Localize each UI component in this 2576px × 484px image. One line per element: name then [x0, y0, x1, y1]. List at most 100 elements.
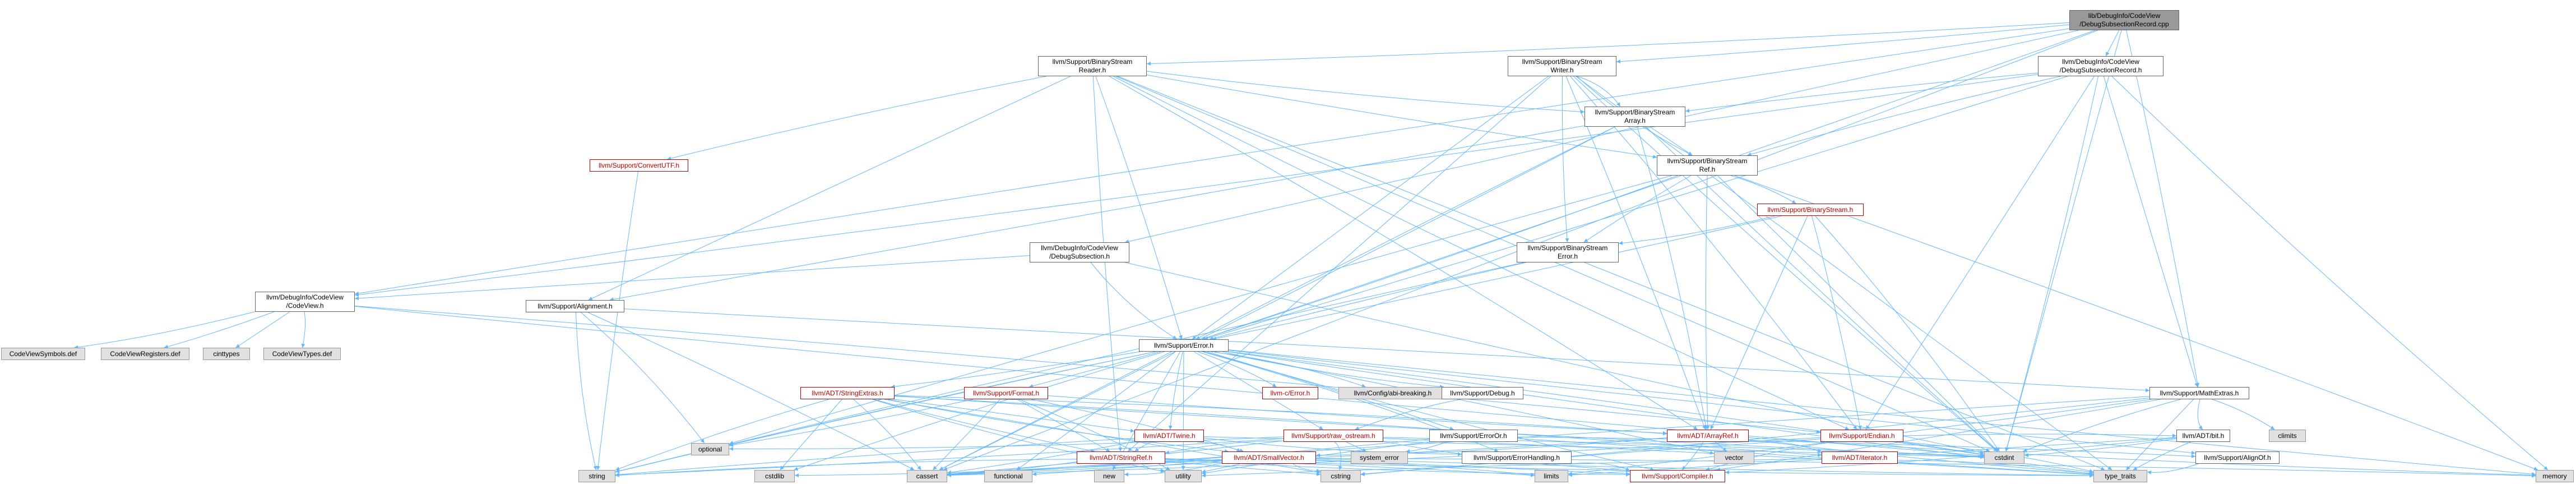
graph-node-label: climits: [2278, 431, 2297, 440]
graph-edge-codeview-to-cinttypes: [235, 311, 290, 348]
graph-edge-rawostream-to-cstring: [1334, 441, 1342, 471]
graph-node-format[interactable]: llvm/Support/Format.h: [964, 387, 1048, 399]
graph-edge-stringextras-to-cassert: [853, 399, 921, 471]
graph-node-mathextras[interactable]: llvm/Support/MathExtras.h: [2149, 387, 2249, 399]
graph-node-label: llvm/ADT/StringExtras.h: [812, 389, 883, 397]
graph-node-cassert: cassert: [907, 470, 947, 482]
graph-node-debug[interactable]: llvm/Support/Debug.h: [1442, 387, 1523, 399]
graph-edge-alignment-to-mathextras: [624, 308, 2150, 393]
graph-edge-bsreader-to-endian: [1113, 76, 1850, 430]
graph-node-stringextras[interactable]: llvm/ADT/StringExtras.h: [800, 387, 895, 399]
graph-node-label: llvm/DebugInfo/CodeView: [266, 293, 344, 301]
graph-edge-arrayref-to-memory: [1748, 437, 2536, 477]
graph-node-root: lib/DebugInfo/CodeView/DebugSubsectionRe…: [2069, 10, 2179, 30]
graph-edge-format-to-cassert: [933, 399, 1000, 471]
graph-edge-bit-to-cstdint: [2024, 438, 2177, 458]
graph-edge-error-to-rawostream: [1193, 351, 1324, 430]
graph-edge-mathextras-to-climits: [2212, 399, 2275, 430]
graph-edge-root-to-cstdint: [2005, 30, 2122, 452]
graph-edge-bswriter-to-bsarray: [1576, 76, 1621, 107]
graph-node-label: /DebugSubsectionRecord.h: [2059, 66, 2142, 74]
graph-edge-bsreader-to-arrayref: [1109, 76, 1698, 430]
graph-edge-rawostream-to-stringref: [1165, 440, 1284, 454]
graph-node-dsrec-h[interactable]: llvm/DebugInfo/CodeView/DebugSubsectionR…: [2038, 56, 2163, 76]
graph-node-label: CodeViewSymbols.def: [9, 349, 77, 358]
graph-edge-endian-to-cstring: [1360, 439, 1821, 477]
graph-edge-bsarray-to-bsref: [1650, 126, 1693, 156]
graph-node-label: memory: [2542, 472, 2567, 480]
graph-node-compiler[interactable]: llvm/Support/Compiler.h: [1630, 470, 1725, 482]
graph-node-rawostream[interactable]: llvm/Support/raw_ostream.h: [1284, 430, 1383, 442]
graph-edge-bsref-to-binstream: [1730, 175, 1796, 204]
graph-node-label: cstring: [1331, 472, 1351, 480]
graph-edge-bserror-to-error: [1209, 262, 1526, 340]
graph-node-bit[interactable]: llvm/ADT/bit.h: [2176, 430, 2230, 442]
graph-node-typetraits: type_traits: [2093, 470, 2147, 482]
graph-node-alignof[interactable]: llvm/Support/AlignOf.h: [2195, 451, 2280, 464]
graph-node-smallvector[interactable]: llvm/ADT/SmallVector.h: [1222, 451, 1316, 464]
graph-node-stringref[interactable]: llvm/ADT/StringRef.h: [1077, 451, 1165, 464]
graph-edge-stringref-to-string: [615, 459, 1077, 477]
graph-edge-stringextras-to-twine: [894, 399, 1135, 433]
graph-node-label: string: [589, 472, 605, 480]
graph-node-errorhandling[interactable]: llvm/Support/ErrorHandling.h: [1462, 451, 1572, 464]
graph-node-convertutf[interactable]: llvm/Support/ConvertUTF.h: [590, 159, 688, 172]
graph-node-label: /DebugSubsection.h: [1049, 252, 1110, 260]
graph-node-label: cstdint: [1994, 453, 2014, 462]
graph-edge-bswriter-to-cstdint: [1573, 76, 1998, 452]
graph-node-label: cstdlib: [765, 472, 784, 480]
graph-edge-endian-to-compiler: [1706, 441, 1834, 471]
graph-node-cvsymbols: CodeViewSymbols.def: [1, 348, 85, 360]
graph-edge-root-to-dsrec_h: [2105, 30, 2120, 57]
graph-edge-dsrec_h-to-codeview: [354, 74, 2038, 297]
graph-edge-dsrec_h-to-bsref: [1747, 76, 2061, 156]
graph-edge-bsreader-to-convertutf: [667, 76, 1046, 160]
graph-edge-mathextras-to-typetraits: [2126, 399, 2194, 471]
graph-node-label: type_traits: [2105, 472, 2136, 480]
graph-edge-format-to-optional: [729, 399, 974, 447]
graph-edge-error-to-debug: [1222, 351, 1444, 389]
graph-node-label: /DebugSubsectionRecord.cpp: [2079, 20, 2169, 28]
graph-edge-alignment-to-string: [575, 312, 597, 471]
graph-edge-bsreader-to-bsarray: [1146, 71, 1585, 114]
graph-node-binstream[interactable]: llvm/Support/BinaryStream.h: [1757, 204, 1864, 216]
graph-node-dsub[interactable]: llvm/DebugInfo/CodeView/DebugSubsection.…: [1030, 242, 1129, 262]
graph-edge-bit-to-compiler: [1725, 437, 2177, 474]
graph-edge-binstream-to-bserror: [1618, 215, 1776, 245]
graph-node-label: llvm/DebugInfo/CodeView: [1041, 244, 1118, 252]
graph-node-label: utility: [1175, 472, 1191, 480]
graph-node-error[interactable]: llvm/Support/Error.h: [1139, 339, 1229, 352]
graph-node-twine[interactable]: llvm/ADT/Twine.h: [1134, 430, 1204, 442]
graph-node-arrayref[interactable]: llvm/ADT/ArrayRef.h: [1667, 430, 1749, 442]
graph-edge-rawostream-to-systemerror: [1346, 441, 1367, 452]
graph-edge-bit-to-typetraits: [2133, 441, 2191, 471]
graph-node-label: llvm/Support/Endian.h: [1829, 431, 1895, 440]
graph-node-cerror[interactable]: llvm-c/Error.h: [1262, 387, 1318, 399]
graph-edge-binstream-to-arrayref: [1710, 215, 1808, 430]
graph-node-label: llvm/ADT/bit.h: [2182, 431, 2225, 440]
graph-edge-bsref-to-error: [1201, 175, 1678, 340]
graph-edge-bswriter-to-typetraits: [1576, 76, 2112, 471]
graph-edge-stringextras-to-stringref: [873, 399, 1095, 453]
graph-node-label: llvm/Support/ConvertUTF.h: [598, 161, 680, 169]
graph-node-optional: optional: [691, 443, 729, 455]
graph-node-endian[interactable]: llvm/Support/Endian.h: [1820, 430, 1903, 442]
graph-node-label: llvm/ADT/SmallVector.h: [1234, 453, 1304, 462]
graph-node-erroror[interactable]: llvm/Support/ErrorOr.h: [1429, 430, 1518, 442]
graph-node-utility: utility: [1165, 470, 1202, 482]
graph-node-label: functional: [994, 472, 1023, 480]
graph-node-codeview[interactable]: llvm/DebugInfo/CodeView/CodeView.h: [255, 292, 355, 312]
graph-node-label: llvm/Support/BinaryStream: [1527, 244, 1608, 252]
graph-edge-bsreader-to-bsref: [1146, 75, 1657, 159]
graph-node-iterator[interactable]: llvm/ADT/iterator.h: [1822, 451, 1898, 464]
graph-edge-arrayref-to-iterator: [1748, 441, 1822, 453]
graph-node-alignment[interactable]: llvm/Support/Alignment.h: [526, 300, 624, 312]
graph-node-label: new: [1102, 472, 1115, 480]
graph-edge-dsrec_h-to-bsarray: [1685, 72, 2038, 113]
